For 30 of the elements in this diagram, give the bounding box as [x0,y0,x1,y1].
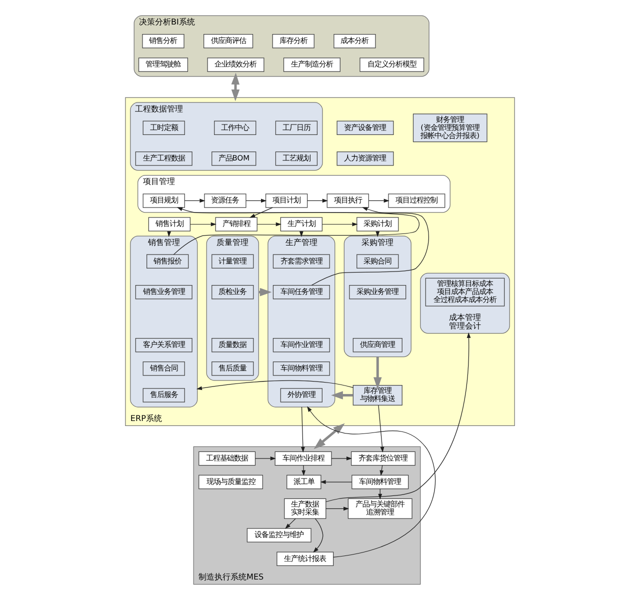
arrow [380,465,384,476]
arrow [331,391,353,400]
arrow [299,230,304,237]
arrow [320,480,352,484]
arrow [184,198,206,203]
arrow [307,198,328,203]
arrow [302,465,306,476]
arrow [256,222,282,226]
arrow [378,405,384,452]
arrow [173,207,420,255]
arrow [246,198,267,203]
arrow [250,207,273,218]
arrow [331,456,352,460]
arrow [190,222,216,226]
arrow [326,332,471,502]
arrow [167,230,172,237]
arrow [314,423,345,450]
arrow [322,222,358,226]
arrow [231,72,240,102]
arrow [300,406,305,453]
arrow [376,230,380,237]
arrow [313,518,324,553]
arrow [196,380,354,390]
arrow [311,207,429,286]
arrow [307,406,436,558]
arrow [326,506,350,511]
arrow [255,456,276,460]
arrow [374,356,382,390]
arrow [285,518,296,529]
arrow [368,198,390,203]
